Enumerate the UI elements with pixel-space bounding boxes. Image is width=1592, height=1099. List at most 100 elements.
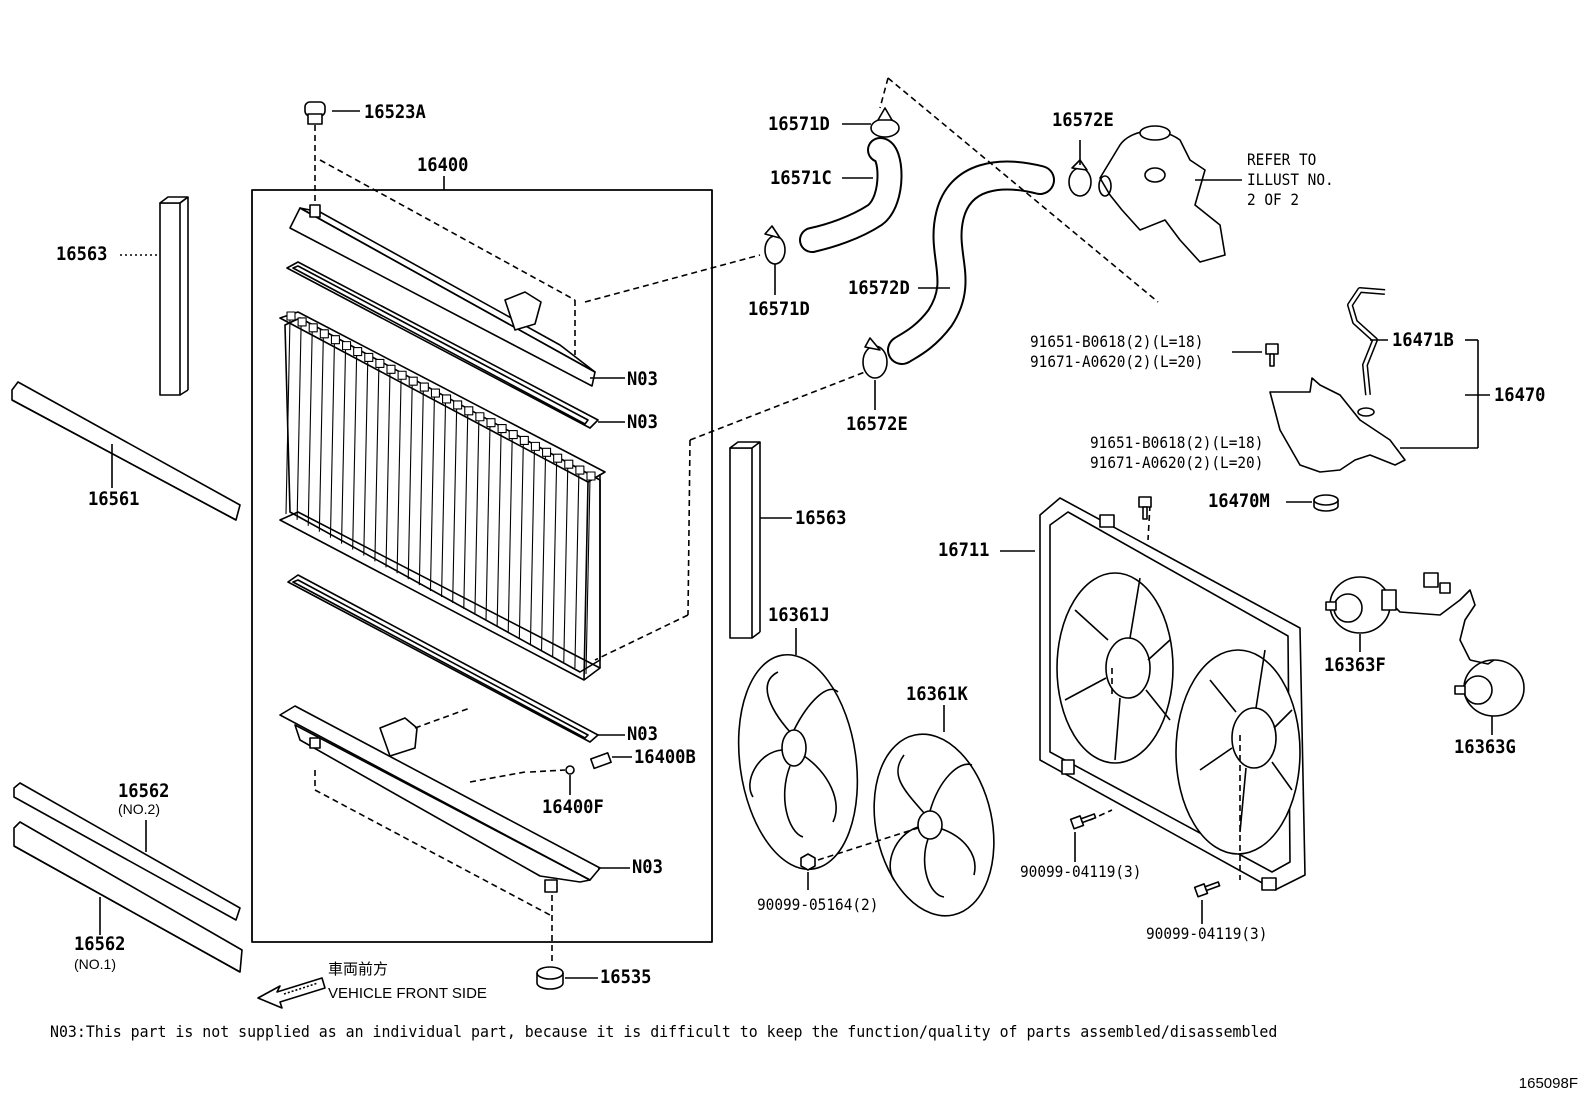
label-16363F: 16363F — [1324, 654, 1386, 676]
core-tab — [319, 329, 329, 339]
part-16400B-drain-cock — [589, 752, 612, 770]
label-90099-05164: 90099-05164(2) — [757, 895, 879, 914]
core-fin — [485, 424, 491, 621]
radiator-core — [279, 311, 606, 681]
label-16361J: 16361J — [768, 604, 830, 626]
part-16361J-fan — [737, 653, 859, 871]
core-tab — [530, 441, 540, 451]
core-fin — [552, 460, 558, 657]
bolt-90099-04119-b — [1193, 881, 1221, 898]
label-16563-left: 16563 — [56, 243, 108, 265]
core-tab — [386, 364, 396, 374]
part-16571C-hose — [799, 137, 903, 253]
label-n03-1: N03 — [627, 368, 658, 390]
core-fin — [429, 395, 435, 592]
core-fin — [407, 383, 413, 580]
core-fin — [585, 477, 591, 675]
label-16535: 16535 — [600, 966, 652, 988]
label-bolt-b-2: 91671-A0620(2)(L=20) — [1090, 453, 1264, 472]
label-16470: 16470 — [1494, 384, 1546, 406]
label-bolt-a-2: 91671-A0620(2)(L=20) — [1030, 352, 1204, 371]
core-tab — [475, 412, 485, 422]
core-tab — [408, 376, 418, 386]
bolt-90099-04119-a — [1069, 813, 1097, 830]
part-16535-cushion — [536, 966, 564, 990]
part-16363G-motor — [1454, 659, 1525, 717]
core-tab — [542, 447, 552, 457]
core-fin — [396, 377, 402, 574]
label-front-en: VEHICLE FRONT SIDE — [328, 985, 487, 1002]
part-16470M-cap — [1313, 494, 1339, 512]
core-tab — [453, 400, 463, 410]
footnote: N03:This part is not supplied as an indi… — [50, 1022, 1278, 1041]
core-fin — [574, 472, 580, 669]
bolt-91651-a — [1265, 343, 1279, 367]
label-16572D: 16572D — [848, 277, 910, 299]
part-16563-right — [729, 441, 761, 639]
label-n03-2: N03 — [627, 411, 658, 433]
core-fin — [541, 454, 547, 651]
core-fin — [418, 389, 424, 586]
label-16523A: 16523A — [364, 101, 426, 123]
core-fin — [329, 341, 335, 538]
core-tab — [353, 347, 363, 357]
part-16363F-motor — [1325, 572, 1476, 661]
label-16571D-top: 16571D — [768, 113, 830, 135]
core-tab — [486, 418, 496, 428]
label-90099-04119-a: 90099-04119(3) — [1020, 862, 1142, 881]
core-fin — [507, 436, 513, 633]
core-fin — [518, 442, 524, 639]
core-tab — [497, 424, 507, 434]
core-tab — [553, 453, 563, 463]
core-fin — [529, 448, 535, 645]
label-16711: 16711 — [938, 539, 990, 561]
part-16562-no2 — [13, 782, 241, 921]
label-16561: 16561 — [88, 488, 140, 510]
label-16361K: 16361K — [906, 683, 968, 705]
label-16470M: 16470M — [1208, 490, 1270, 512]
core-tab — [364, 352, 374, 363]
core-fin — [285, 317, 291, 515]
label-front-jp: 車両前方 — [328, 961, 389, 978]
label-90099-04119-b: 90099-04119(3) — [1146, 924, 1268, 943]
core-tab — [464, 406, 474, 416]
part-16572E-clamp-bottom — [862, 337, 888, 379]
gasket-upper — [286, 261, 599, 429]
label-16471B: 16471B — [1392, 329, 1454, 351]
part-16572E-clamp-top — [1068, 159, 1092, 197]
core-fin — [363, 359, 369, 556]
part-16711-shroud — [1039, 497, 1306, 891]
core-fin — [374, 365, 380, 562]
core-tab — [430, 388, 440, 398]
core-tab — [297, 317, 307, 327]
core-tab — [286, 311, 296, 321]
label-16563-right: 16563 — [795, 507, 847, 529]
core-tab — [397, 370, 407, 380]
part-16471B-hose — [1347, 287, 1386, 396]
label-bolt-b-1: 91651-B0618(2)(L=18) — [1090, 433, 1264, 452]
core-fin — [563, 466, 569, 663]
part-16572D-hose — [887, 160, 1055, 365]
core-tab — [330, 335, 340, 345]
core-fin — [385, 371, 391, 568]
assembly-box-16400 — [251, 189, 713, 943]
label-16562-no2: 16562 — [118, 780, 170, 802]
part-16523A-cap — [304, 101, 326, 125]
bolt-91651-b — [1138, 496, 1152, 520]
core-fin — [341, 347, 347, 544]
label-n03-4: N03 — [632, 856, 663, 878]
core-fin — [352, 353, 358, 550]
core-fin — [463, 412, 469, 609]
core-fin — [474, 418, 480, 615]
label-refer-3: 2 OF 2 — [1247, 190, 1300, 209]
label-16562-no1-sub: (NO.1) — [74, 956, 116, 972]
core-fin — [496, 430, 502, 627]
label-16572E-top: 16572E — [1052, 109, 1114, 131]
label-16400: 16400 — [417, 154, 469, 176]
part-16470-reservoir — [1269, 377, 1406, 473]
core-tab — [342, 341, 352, 351]
part-16400F-o-ring — [565, 765, 575, 775]
core-tab — [375, 358, 385, 368]
core-fin — [318, 335, 324, 532]
